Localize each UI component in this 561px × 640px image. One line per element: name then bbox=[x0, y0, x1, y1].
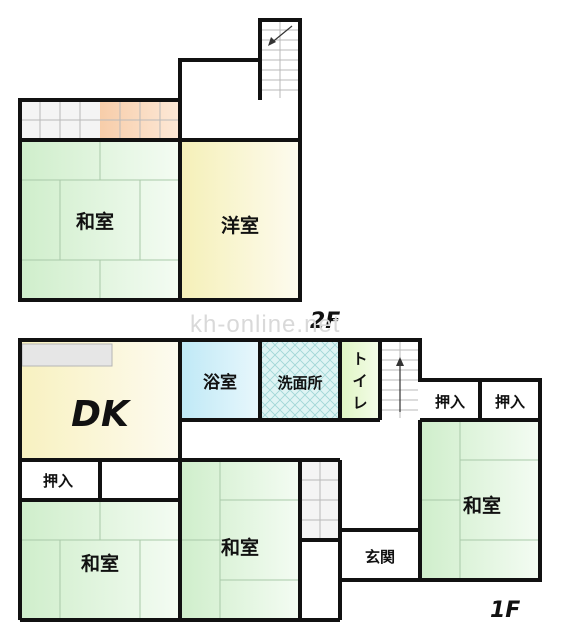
closet-1f-upper-right bbox=[480, 380, 540, 420]
walls-2f bbox=[18, 18, 302, 302]
closet-grid-2f-left bbox=[20, 100, 100, 140]
closet-grid-2f-orange bbox=[100, 100, 180, 140]
label-entrance: 玄関 bbox=[365, 548, 395, 566]
floor-2f: 和室 洋室 2F bbox=[18, 18, 340, 334]
label-washitsu-1f-right: 和室 bbox=[463, 494, 501, 517]
label-yoshitsu-2f: 洋室 bbox=[221, 214, 259, 237]
floor-label-2f: 2F bbox=[310, 309, 340, 334]
label-closet-upper-left: 押入 bbox=[435, 393, 465, 411]
floor-1f: DK 浴室 洗面所 ト イ レ 押入 押入 押入 和室 和室 和室 玄関 1F bbox=[18, 338, 542, 623]
hall-1f bbox=[180, 420, 420, 460]
label-washitsu-1f-center: 和室 bbox=[221, 536, 259, 559]
kitchen-counter bbox=[21, 343, 113, 367]
stairs-2f bbox=[260, 20, 300, 100]
walls-1f bbox=[18, 338, 542, 622]
hall-2f bbox=[180, 60, 260, 140]
closet-grid-1f bbox=[300, 460, 340, 540]
room-toilet bbox=[340, 340, 380, 420]
floor-label-1f: 1F bbox=[490, 598, 520, 623]
label-washitsu-1f-left: 和室 bbox=[81, 552, 119, 575]
room-entrance bbox=[340, 530, 420, 580]
room-bath bbox=[180, 340, 260, 420]
watermark: kh-online.net bbox=[190, 311, 340, 338]
label-toilet-1: ト bbox=[352, 350, 367, 368]
closet-1f-lower bbox=[20, 460, 100, 500]
stairs-1f bbox=[380, 340, 420, 420]
label-washroom: 洗面所 bbox=[277, 374, 322, 392]
label-washitsu-2f: 和室 bbox=[76, 210, 114, 233]
label-toilet-3: レ bbox=[352, 394, 367, 412]
label-toilet-2: イ bbox=[352, 372, 367, 390]
label-dk: DK bbox=[71, 394, 132, 435]
label-closet-upper-right: 押入 bbox=[495, 393, 525, 411]
room-yoshitsu-2f bbox=[180, 140, 300, 300]
closet-1f-upper-left bbox=[420, 380, 480, 420]
label-closet-lower: 押入 bbox=[43, 472, 73, 490]
room-washroom bbox=[260, 340, 340, 420]
label-bath: 浴室 bbox=[203, 372, 237, 393]
